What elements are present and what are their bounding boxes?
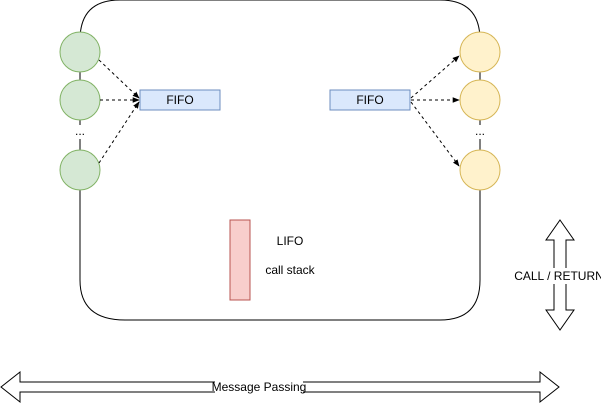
dequeue-arrow-3: [410, 101, 460, 167]
enqueue-arrow-3: [98, 101, 140, 164]
left-node-1[interactable]: [59, 31, 101, 73]
fifo-left-queue[interactable]: [139, 89, 221, 111]
lifo-label: LIFO: [277, 234, 304, 248]
left-ellipsis: ...: [75, 124, 85, 138]
call-stack-block[interactable]: [229, 219, 251, 301]
right-node-2[interactable]: [459, 79, 501, 121]
fifo-left-label: FIFO: [166, 93, 193, 107]
message-passing-label: Message Passing: [212, 380, 307, 394]
right-node-1[interactable]: [459, 31, 501, 73]
fifo-right-label: FIFO: [356, 93, 383, 107]
dequeue-arrow-1: [410, 55, 460, 99]
call-stack-label: call stack: [265, 263, 315, 277]
enqueue-arrow-1: [98, 59, 140, 99]
fifo-right-queue[interactable]: [329, 89, 411, 111]
right-ellipsis: ...: [475, 124, 485, 138]
left-ellipsis-mask: [73, 125, 87, 139]
right-node-3[interactable]: [459, 149, 501, 191]
call-return-label-mask: [515, 268, 601, 284]
right-ellipsis-mask: [473, 125, 487, 139]
call-return-label: CALL / RETURN: [514, 269, 601, 283]
left-node-2[interactable]: [59, 79, 101, 121]
message-passing-label-mask: [215, 380, 303, 394]
left-node-3[interactable]: [59, 149, 101, 191]
